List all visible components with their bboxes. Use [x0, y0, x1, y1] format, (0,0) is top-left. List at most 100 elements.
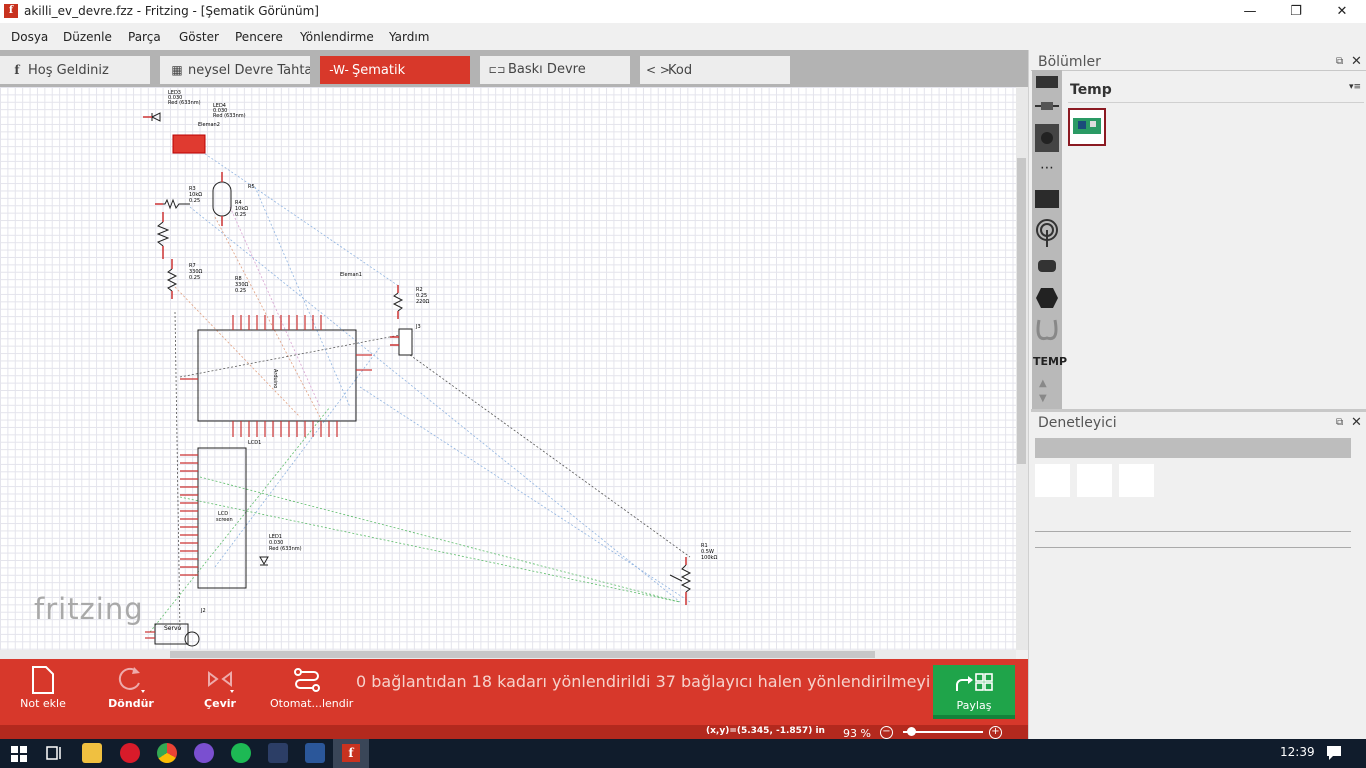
- zoom-in-button[interactable]: +: [989, 726, 1002, 739]
- svg-text:J2: J2: [200, 608, 206, 614]
- r3-symbol: R3 10kΩ 0.25: [155, 186, 202, 210]
- svg-text:330Ω: 330Ω: [189, 269, 203, 275]
- panel-float-icon[interactable]: ⧉: [1336, 56, 1344, 67]
- tab-schematic[interactable]: -W-Şematik: [320, 56, 470, 84]
- panel-divider: [1031, 70, 1366, 71]
- browser-icon[interactable]: [194, 743, 214, 763]
- svg-text:Eleman2: Eleman2: [198, 122, 220, 128]
- minimize-button[interactable]: —: [1243, 4, 1257, 19]
- svg-text:0.030: 0.030: [269, 540, 283, 546]
- schematic-canvas[interactable]: LED3 0.030 Red (633nm) LED4 0.030 Red (6…: [0, 87, 1016, 650]
- svg-text:LED4: LED4: [213, 103, 226, 109]
- word-icon[interactable]: [305, 743, 325, 763]
- svg-text:Servo: Servo: [164, 625, 182, 632]
- menu-yonlendirme[interactable]: Yönlendirme: [300, 30, 374, 44]
- zoom-out-button[interactable]: −: [880, 726, 893, 739]
- horizontal-scrollbar-thumb[interactable]: [170, 651, 875, 658]
- file-explorer-icon[interactable]: [82, 743, 102, 763]
- hexagon-bin-icon[interactable]: [1035, 286, 1059, 310]
- vertical-scrollbar-thumb[interactable]: [1017, 158, 1026, 464]
- ratsnest-wire: [194, 146, 401, 288]
- button-bin-icon[interactable]: [1035, 124, 1059, 152]
- bin-menu-icon[interactable]: ▾≡: [1349, 82, 1362, 92]
- ic-bin-icon[interactable]: [1035, 188, 1059, 212]
- ratsnest-wire: [229, 206, 321, 408]
- eleman1-label: Eleman1: [340, 272, 362, 278]
- bottom-toolbar: Not ekle Döndür Çevir Otomat...lendir 0 …: [0, 659, 1028, 725]
- share-button[interactable]: Paylaş: [933, 665, 1015, 719]
- tab-pcb[interactable]: ⊏⊐Baskı Devre: [480, 56, 630, 84]
- add-note-label: Not ekle: [20, 697, 66, 710]
- notification-icon[interactable]: [1325, 744, 1343, 765]
- led3-label: LED3: [168, 90, 181, 96]
- menu-yardim[interactable]: Yardım: [389, 30, 430, 44]
- app-icon[interactable]: [268, 743, 288, 763]
- tab-label: Hoş Geldiniz: [28, 63, 109, 78]
- title-bar: f akilli_ev_devre.fzz - Fritzing - [Şema…: [0, 0, 1366, 23]
- rotate-button[interactable]: Döndür: [104, 659, 158, 725]
- zoom-level: 93 %: [843, 727, 871, 740]
- panel-splitter[interactable]: [1031, 409, 1366, 412]
- menu-goster[interactable]: Göster: [179, 30, 219, 44]
- zoom-slider[interactable]: [903, 731, 983, 733]
- panel-close-icon[interactable]: ✕: [1351, 415, 1362, 430]
- spotify-icon[interactable]: [231, 743, 251, 763]
- fritzing-watermark-logo: fritzing: [34, 592, 144, 626]
- more-bins-icon[interactable]: ⋯: [1040, 160, 1054, 176]
- led1-symbol: LED1 0.030 Red (633nm): [259, 534, 302, 566]
- cursor-coordinates: (x,y)=(5.345, -1.857) in: [706, 726, 825, 736]
- fritzing-taskbar-button[interactable]: f: [333, 739, 369, 768]
- status-bar: (x,y)=(5.345, -1.857) in 93 % − +: [0, 725, 1028, 740]
- schematic-drawing: LED3 0.030 Red (633nm) LED4 0.030 Red (6…: [143, 90, 717, 647]
- bins-scroll-down-icon[interactable]: ▼: [1039, 393, 1047, 404]
- menu-parca[interactable]: Parça: [128, 30, 161, 44]
- windows-start-icon[interactable]: [11, 746, 27, 765]
- led4-labels: LED4 0.030 Red (633nm) Eleman2: [198, 103, 246, 128]
- chrome-icon[interactable]: [157, 743, 177, 763]
- menu-duzenle[interactable]: Düzenle: [63, 30, 112, 44]
- svg-text:R2: R2: [416, 287, 423, 293]
- routing-status-message: 0 bağlantıdan 18 kadarı yönlendirildi 37…: [356, 672, 1000, 691]
- core-bin-icon[interactable]: [1035, 72, 1059, 96]
- inspector-breadboard-preview: [1035, 464, 1070, 497]
- menu-bar: Dosya Düzenle Parça Göster Pencere Yönle…: [0, 23, 1366, 50]
- task-view-icon[interactable]: [44, 743, 64, 763]
- ratsnest-wire: [359, 386, 691, 603]
- svg-text:R8: R8: [235, 276, 242, 282]
- r4-ldr-symbol: R5 R4 10kΩ 0.25: [212, 172, 255, 226]
- autoroute-button[interactable]: Otomat...lendir: [270, 659, 353, 725]
- rotate-icon: [118, 667, 145, 693]
- maximize-button[interactable]: ❐: [1290, 4, 1302, 19]
- tab-code[interactable]: < >Kod: [640, 56, 790, 84]
- bin-title: Temp: [1070, 82, 1112, 98]
- temp-part-thumbnail[interactable]: [1068, 108, 1106, 146]
- add-note-button[interactable]: Not ekle: [18, 659, 68, 725]
- panel-close-icon[interactable]: ✕: [1351, 54, 1362, 69]
- motor-bin-icon[interactable]: [1035, 254, 1059, 278]
- svg-text:R5: R5: [248, 184, 255, 190]
- flip-button[interactable]: Çevir: [196, 659, 244, 725]
- share-label: Paylaş: [956, 699, 992, 712]
- svg-text:LED1: LED1: [269, 534, 282, 540]
- svg-text:0.030: 0.030: [213, 108, 227, 114]
- sewable-bin-icon[interactable]: [1035, 316, 1059, 344]
- r7-symbol: R7 330Ω 0.25 R8 330Ω 0.25: [166, 259, 249, 299]
- svg-text:J3: J3: [415, 324, 421, 330]
- close-button[interactable]: ✕: [1336, 4, 1348, 19]
- panel-float-icon[interactable]: ⧉: [1336, 417, 1344, 428]
- menu-pencere[interactable]: Pencere: [235, 30, 283, 44]
- bins-scroll-up-icon[interactable]: ▲: [1039, 378, 1047, 389]
- zoom-slider-handle[interactable]: [906, 727, 916, 736]
- temp-bin-label[interactable]: TEMP: [1033, 355, 1068, 368]
- svg-text:100kΩ: 100kΩ: [701, 555, 717, 561]
- antenna-bin-icon[interactable]: [1035, 218, 1059, 248]
- menu-dosya[interactable]: Dosya: [11, 30, 49, 44]
- taskbar-clock[interactable]: 12:39: [1280, 745, 1315, 759]
- svg-text:R1: R1: [701, 543, 708, 549]
- opera-icon[interactable]: [120, 743, 140, 763]
- tab-breadboard[interactable]: ▦neysel Devre Tahta: [160, 56, 310, 84]
- svg-text:220Ω: 220Ω: [416, 299, 430, 305]
- resistor-bin-icon[interactable]: [1035, 96, 1059, 120]
- window-title: akilli_ev_devre.fzz - Fritzing - [Şemati…: [24, 4, 319, 18]
